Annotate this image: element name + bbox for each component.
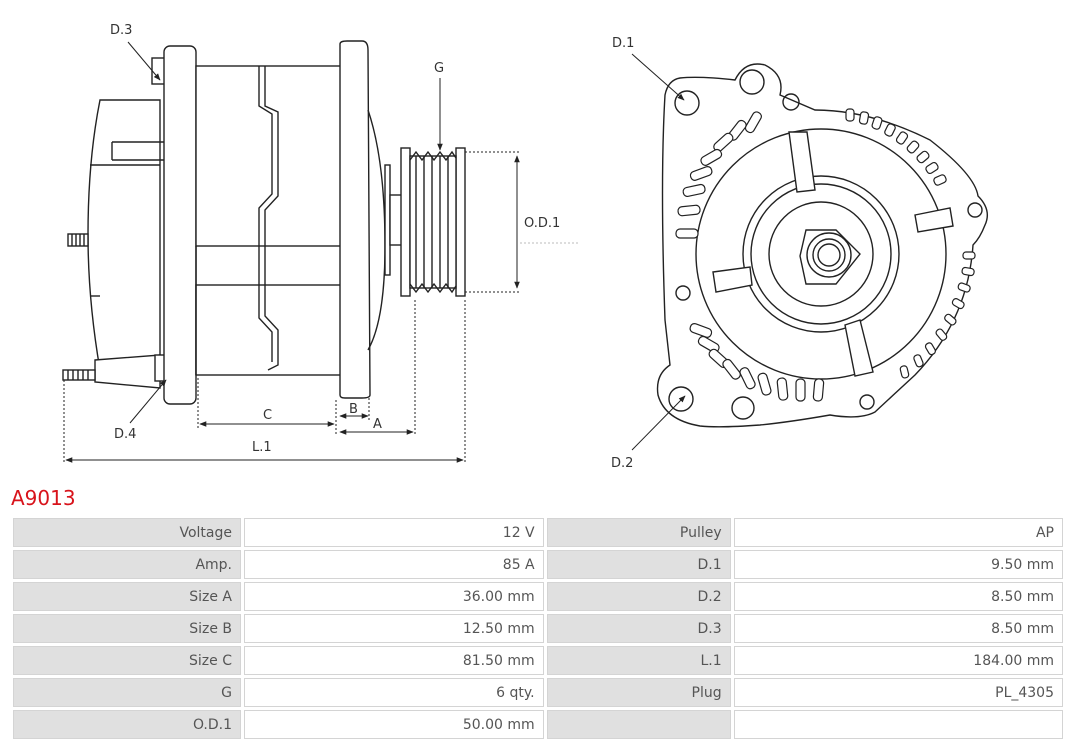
spec-value: 8.50 mm (733, 582, 1063, 611)
spec-key: Size C (13, 646, 241, 675)
spec-key: Plug (546, 678, 731, 707)
spec-value: 12.50 mm (244, 614, 544, 643)
label-d2: D.2 (611, 456, 633, 471)
label-a: A (373, 417, 382, 432)
spec-key: Pulley (546, 518, 731, 547)
spec-value: 12 V (244, 518, 544, 547)
spec-key (546, 710, 731, 739)
spec-key: L.1 (546, 646, 731, 675)
spec-key: Amp. (13, 550, 241, 579)
front-view (656, 63, 988, 428)
spec-value: 8.50 mm (733, 614, 1063, 643)
label-l1: L.1 (252, 440, 272, 455)
part-number-title: A9013 (11, 486, 76, 510)
spec-key: Size A (13, 582, 241, 611)
spec-key: O.D.1 (13, 710, 241, 739)
spec-key: G (13, 678, 241, 707)
spec-key: D.3 (546, 614, 731, 643)
label-c: C (263, 408, 272, 423)
label-b: B (349, 402, 358, 417)
spec-value (733, 710, 1063, 739)
label-d4: D.4 (114, 427, 136, 442)
spec-key: D.2 (546, 582, 731, 611)
diagram-labels: D.3 G O.D.1 D.4 C B A L.1 D.1 D.2 (110, 23, 634, 471)
side-view (62, 40, 466, 405)
spec-value: 6 qty. (244, 678, 544, 707)
spec-key: Voltage (13, 518, 241, 547)
spec-value: 184.00 mm (733, 646, 1063, 675)
cooling-slots (675, 108, 976, 402)
label-od1: O.D.1 (524, 216, 560, 231)
spec-value: 9.50 mm (733, 550, 1063, 579)
technical-drawing: D.3 G O.D.1 D.4 C B A L.1 D.1 D.2 (62, 23, 988, 471)
spec-value: AP (733, 518, 1063, 547)
dimension-lines (63, 41, 580, 463)
spec-key: D.1 (546, 550, 731, 579)
label-g: G (434, 61, 444, 76)
spec-key: Size B (13, 614, 241, 643)
spec-value: 81.50 mm (244, 646, 544, 675)
label-d3: D.3 (110, 23, 132, 38)
front-dimension-lines (631, 53, 686, 451)
spec-value: 50.00 mm (244, 710, 544, 739)
spec-value: 36.00 mm (244, 582, 544, 611)
spec-value: PL_4305 (733, 678, 1063, 707)
spec-value: 85 A (244, 550, 544, 579)
label-d1: D.1 (612, 36, 634, 51)
